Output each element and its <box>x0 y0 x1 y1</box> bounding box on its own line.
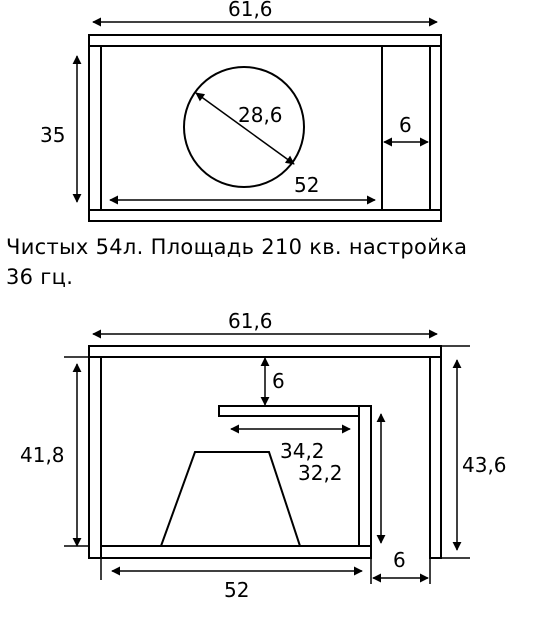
top-panel-right <box>429 45 442 211</box>
inner-height-left-label: 41,8 <box>20 443 65 467</box>
bottom-width-label: 52 <box>224 578 249 602</box>
top-view <box>88 34 442 222</box>
caption-line-2: 36 гц. <box>6 265 74 289</box>
diameter-label: 28,6 <box>238 103 283 127</box>
side-view <box>88 345 442 559</box>
caption-line-1: Чистых 54л. Площадь 210 кв. настройка <box>6 235 468 259</box>
diameter-arrow <box>195 92 295 165</box>
top-panel-bottom <box>88 209 442 222</box>
top-panel-top <box>88 34 442 47</box>
side-view-dimensions <box>64 329 470 584</box>
bottom-port-label: 6 <box>393 548 406 572</box>
top-panel-left <box>88 45 102 211</box>
port-shelf <box>218 405 360 417</box>
side-width-label: 61,6 <box>228 309 273 333</box>
top-inner-width-label: 52 <box>294 173 319 197</box>
shelf-length-label: 34,2 <box>280 439 325 463</box>
inner-height-right-label: 32,2 <box>298 461 343 485</box>
side-panel-top <box>88 345 442 358</box>
top-height-label: 35 <box>40 123 65 147</box>
port-gap-label: 6 <box>272 369 285 393</box>
port-divider <box>358 405 372 547</box>
speaker-profile <box>159 451 302 547</box>
top-view-labels: 61,6 35 28,6 52 6 <box>40 0 412 197</box>
side-panel-right <box>429 356 442 559</box>
top-view-dimensions <box>72 17 438 205</box>
side-panel-bottom <box>100 545 372 559</box>
top-width-label: 61,6 <box>228 0 273 21</box>
outer-height-label: 43,6 <box>462 453 507 477</box>
side-view-labels: 61,6 6 34,2 32,2 41,8 43,6 52 6 <box>20 309 507 602</box>
description-caption: Чистых 54л. Площадь 210 кв. настройка 36… <box>6 232 526 292</box>
side-panel-left <box>88 356 102 559</box>
top-port-label: 6 <box>399 113 412 137</box>
